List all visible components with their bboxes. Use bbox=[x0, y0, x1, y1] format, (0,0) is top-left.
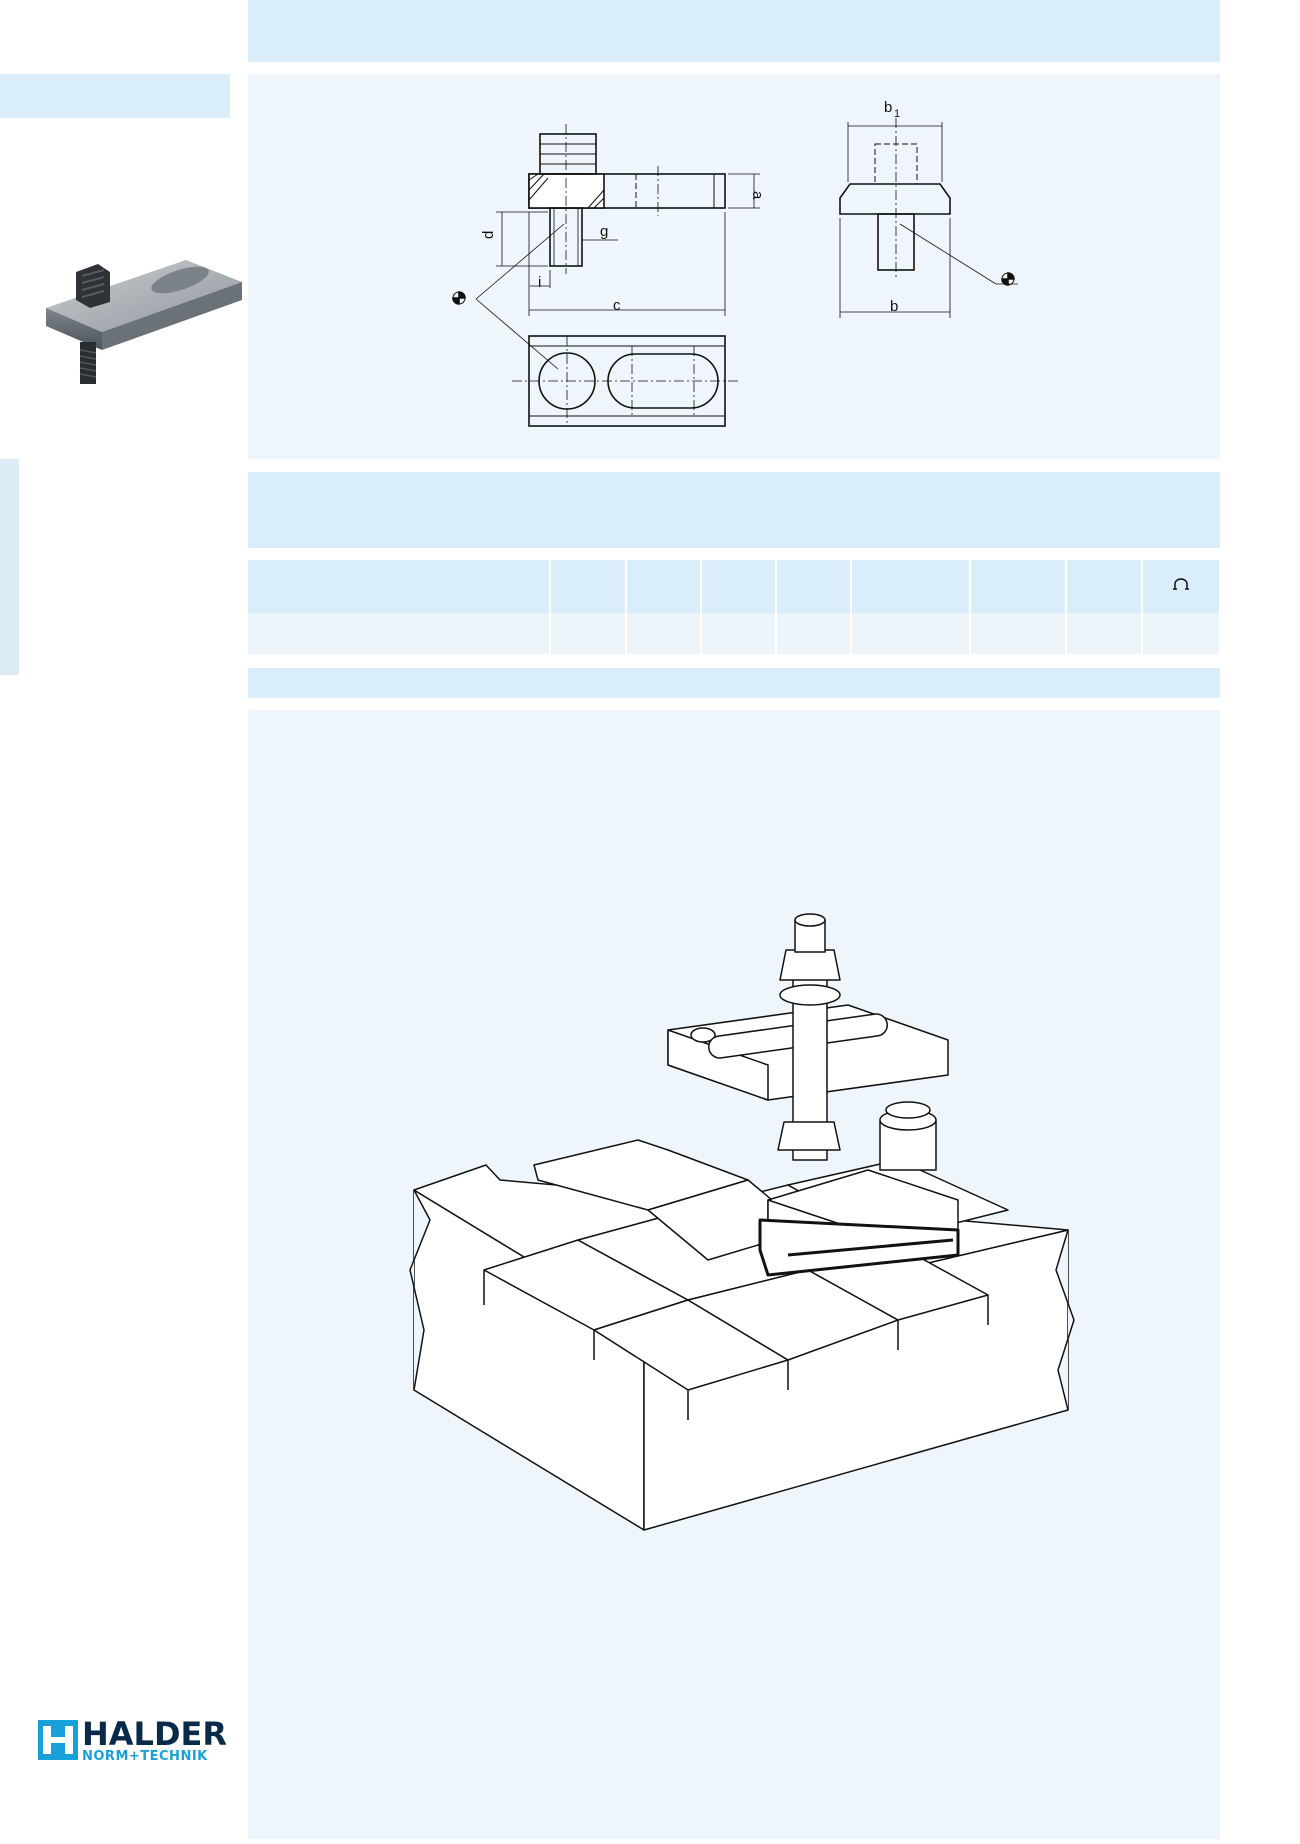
table-header-row bbox=[248, 560, 1221, 614]
dim-label-d: d bbox=[480, 231, 497, 239]
weight-icon bbox=[1173, 578, 1189, 590]
table-cell bbox=[851, 613, 971, 654]
table-row bbox=[248, 613, 1221, 654]
table-cell bbox=[550, 613, 627, 654]
header-band bbox=[248, 0, 1220, 62]
dim-label-g: g bbox=[600, 223, 608, 240]
drawing-panel: c d i g a b b 1 bbox=[248, 74, 1220, 459]
product-photo bbox=[46, 260, 242, 384]
table-cell bbox=[248, 613, 551, 654]
table-cell bbox=[1142, 613, 1221, 654]
halder-logo-icon bbox=[38, 1720, 78, 1760]
table-header-cell bbox=[1142, 560, 1221, 614]
brand-tagline: NORM+TECHNIK bbox=[82, 1749, 208, 1764]
dim-label-b1-sub: 1 bbox=[894, 108, 900, 120]
note-band bbox=[248, 668, 1220, 698]
application-illustration bbox=[409, 913, 1075, 1531]
left-tab bbox=[0, 74, 230, 118]
table-cell bbox=[970, 613, 1067, 654]
dim-label-a: a bbox=[749, 191, 766, 200]
application-panel bbox=[248, 710, 1220, 1839]
halder-logo: HALDER NORM+TECHNIK bbox=[38, 1718, 230, 1764]
section-band bbox=[248, 472, 1220, 548]
table-cell bbox=[626, 613, 702, 654]
dim-label-b1: b bbox=[884, 99, 892, 116]
table-cell bbox=[701, 613, 777, 654]
dim-label-b: b bbox=[890, 298, 898, 315]
technical-drawing: c d i g a b b 1 bbox=[452, 99, 1018, 427]
table-cell bbox=[776, 613, 852, 654]
table-header-cell bbox=[248, 560, 551, 614]
table-header-cell bbox=[550, 560, 627, 614]
brand-name: HALDER bbox=[82, 1715, 227, 1753]
dim-label-i: i bbox=[538, 274, 541, 291]
left-edge-strip bbox=[0, 459, 19, 675]
table-header-cell bbox=[1066, 560, 1143, 614]
table-header-cell bbox=[776, 560, 852, 614]
table-header-cell bbox=[970, 560, 1067, 614]
spec-table bbox=[248, 560, 1221, 654]
table-header-cell bbox=[701, 560, 777, 614]
table-header-cell bbox=[626, 560, 702, 614]
table-header-cell bbox=[851, 560, 971, 614]
table-cell bbox=[1066, 613, 1143, 654]
dim-label-c: c bbox=[613, 297, 621, 314]
